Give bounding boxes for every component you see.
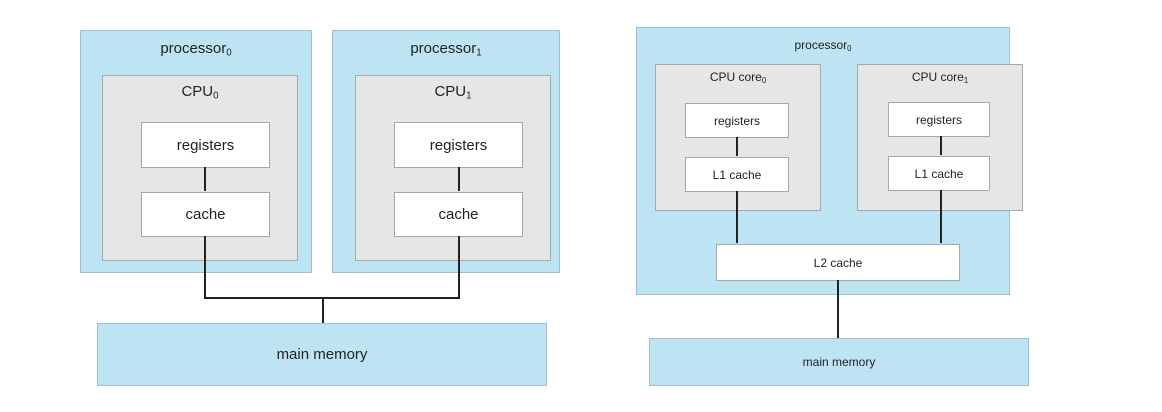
left-cpu-0-name: CPU xyxy=(181,83,214,100)
left-cpu-0-cache: cache xyxy=(141,192,270,237)
left-processor-1-name: processor xyxy=(410,40,477,57)
left-main-memory: main memory xyxy=(97,323,547,386)
right-processor-0: processor0 CPU core0 registers L1 cache … xyxy=(636,27,1023,295)
right-diagram: processor0 CPU core0 registers L1 cache … xyxy=(600,0,1162,412)
right-cpu-core-0-subscript: 0 xyxy=(761,75,767,85)
right-cpu-core-0-l1-cache: L1 cache xyxy=(685,157,789,192)
left-cpu-1-label: CPU1 xyxy=(356,83,550,102)
right-cpu-core-1-label: CPU core1 xyxy=(858,70,1022,84)
right-cpu-core-0-registers: registers xyxy=(685,103,789,138)
right-processor-0-label: processor0 xyxy=(637,38,1009,52)
left-cpu-0-registers: registers xyxy=(141,122,270,168)
right-main-memory-label: main memory xyxy=(802,355,876,369)
right-cpu-core-1-subscript: 1 xyxy=(963,75,969,85)
right-cpu-core-0-registers-label: registers xyxy=(713,113,760,128)
right-cpu-core-1-registers: registers xyxy=(888,102,990,137)
right-cpu-core-1-registers-label: registers xyxy=(915,112,962,127)
left-processor-1-label: processor1 xyxy=(333,40,559,59)
right-cpu-core-0-l1-cache-label: L1 cache xyxy=(712,167,762,182)
left-cpu-1-registers: registers xyxy=(394,122,523,168)
right-main-memory: main memory xyxy=(649,338,1029,386)
right-l2-cache: L2 cache xyxy=(716,244,960,281)
left-cpu-1-subscript: 1 xyxy=(466,90,472,102)
right-cpu-core-1-l1-cache: L1 cache xyxy=(888,156,990,191)
left-cpu-0-cache-label: cache xyxy=(185,206,226,223)
right-processor-0-name: processor xyxy=(794,38,848,52)
left-cpu-1-registers-label: registers xyxy=(429,136,488,154)
right-cpu-core-0-label: CPU core0 xyxy=(656,70,820,84)
left-cpu-1-cache: cache xyxy=(394,192,523,237)
left-diagram: processor0 CPU0 registers cache processo… xyxy=(0,0,560,412)
left-processor-0-subscript: 0 xyxy=(226,47,232,59)
right-cpu-core-1: CPU core1 registers L1 cache xyxy=(857,64,1023,211)
left-cpu-1-cache-label: cache xyxy=(438,206,479,223)
left-processor-0-name: processor xyxy=(160,40,227,57)
left-main-memory-label: main memory xyxy=(276,346,368,363)
left-processor-0-label: processor0 xyxy=(81,40,311,59)
left-cpu-1-name: CPU xyxy=(434,83,467,100)
left-processor-1: processor1 CPU1 registers cache xyxy=(332,30,560,273)
left-cpu-0-label: CPU0 xyxy=(103,83,297,102)
right-cpu-core-1-l1-cache-label: L1 cache xyxy=(914,166,964,181)
left-processor-1-subscript: 1 xyxy=(476,47,482,59)
left-cpu-1: CPU1 registers cache xyxy=(355,75,551,261)
left-cpu-0-subscript: 0 xyxy=(213,90,219,102)
right-l2-cache-label: L2 cache xyxy=(813,255,863,270)
right-cpu-core-0: CPU core0 registers L1 cache xyxy=(655,64,821,211)
left-cpu-0: CPU0 registers cache xyxy=(102,75,298,261)
left-cpu-0-registers-label: registers xyxy=(176,136,235,154)
right-cpu-core-1-name: CPU core xyxy=(911,70,964,84)
right-cpu-core-0-name: CPU core xyxy=(709,70,762,84)
left-processor-0: processor0 CPU0 registers cache xyxy=(80,30,312,273)
right-processor-0-subscript: 0 xyxy=(847,43,852,53)
